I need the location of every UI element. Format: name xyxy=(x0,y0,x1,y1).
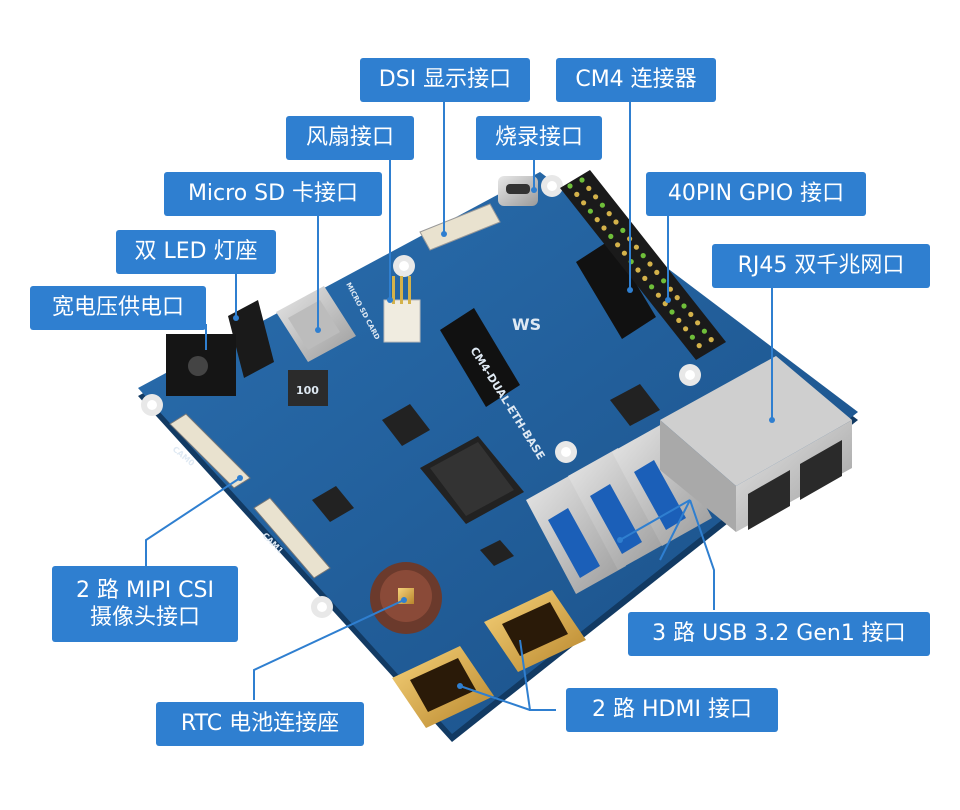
gpio-pin xyxy=(695,320,701,326)
gpio-pin xyxy=(642,275,648,281)
gpio-pin xyxy=(613,219,619,225)
gpio-pin xyxy=(574,191,580,197)
gpio-pin xyxy=(689,334,696,340)
gpio-pin xyxy=(667,286,674,292)
gpio-pin xyxy=(579,177,585,183)
gpio-header xyxy=(560,170,726,360)
gpio-pin xyxy=(655,292,662,298)
gpio-pin xyxy=(594,217,600,223)
camera-connector-cam1 xyxy=(253,497,331,579)
gpio-pin xyxy=(683,326,689,332)
burn-connector xyxy=(498,176,538,206)
label-rtc: RTC 电池连接座 xyxy=(156,702,364,746)
gpio-pin xyxy=(640,253,646,259)
label-burn: 烧录接口 xyxy=(476,116,602,160)
led-holder xyxy=(228,300,274,378)
gpio-pin xyxy=(587,208,594,214)
leader-dots xyxy=(233,187,775,689)
board-logo: WS xyxy=(512,315,541,334)
usb-port-3 xyxy=(612,424,712,546)
gpio-pin xyxy=(633,244,640,250)
label-mipi-line1: 2 路 MIPI CSI xyxy=(75,577,215,603)
gpio-pin xyxy=(581,200,587,206)
main-chip xyxy=(420,436,524,524)
rj45-jack xyxy=(660,356,852,532)
camera-connector-cam0 xyxy=(169,413,251,489)
gpio-pin xyxy=(567,183,573,189)
label-rj45: RJ45 双千兆网口 xyxy=(712,244,930,288)
gpio-pin xyxy=(621,250,628,256)
label-gpio: 40PIN GPIO 接口 xyxy=(646,172,866,216)
gpio-pin xyxy=(620,227,626,233)
gpio-pin xyxy=(608,233,614,239)
gpio-pin xyxy=(615,242,621,248)
cm4-connector xyxy=(440,240,656,407)
label-mipi-line2: 摄像头接口 xyxy=(89,605,200,630)
gpio-pin xyxy=(661,278,667,284)
gpio-pin xyxy=(593,194,599,200)
gpio-pin xyxy=(676,317,682,323)
gpio-pin xyxy=(606,211,612,217)
gpio-pin xyxy=(688,311,694,317)
gpio-pin xyxy=(635,267,641,273)
gpio-pin xyxy=(654,269,660,275)
gpio-pin xyxy=(601,225,607,231)
inductor xyxy=(288,370,328,406)
label-usb: 3 路 USB 3.2 Gen1 接口 xyxy=(628,612,930,656)
gpio-pin xyxy=(599,202,606,208)
gpio-pin xyxy=(674,295,680,301)
usb-port-1 xyxy=(526,472,626,594)
label-mipi: 2 路 MIPI CSI 摄像头接口 xyxy=(52,566,238,642)
inductor-code: 100 xyxy=(296,384,319,397)
gpio-pin xyxy=(669,309,675,315)
dsi-connector xyxy=(419,203,501,251)
gpio-pin xyxy=(649,284,655,290)
gpio-pin xyxy=(681,303,687,309)
gpio-pin xyxy=(647,261,653,267)
power-jack xyxy=(166,334,236,396)
small-chip xyxy=(312,384,660,566)
label-hdmi: 2 路 HDMI 接口 xyxy=(566,688,778,732)
gpio-pin xyxy=(586,185,592,191)
hdmi-port-1 xyxy=(392,646,494,728)
label-dsi: DSI 显示接口 xyxy=(360,58,530,102)
label-fan: 风扇接口 xyxy=(286,116,414,160)
gpio-pin xyxy=(696,343,702,349)
hdmi-port-2 xyxy=(484,590,586,672)
label-power: 宽电压供电口 xyxy=(30,286,206,330)
label-cm4: CM4 连接器 xyxy=(556,58,716,102)
fan-connector xyxy=(383,276,421,343)
gpio-pin xyxy=(701,328,708,334)
microsd-slot xyxy=(276,286,356,362)
leader-lines xyxy=(145,98,773,711)
gpio-pin xyxy=(708,337,714,343)
usb-port-2 xyxy=(568,448,668,570)
label-led: 双 LED 灯座 xyxy=(116,230,276,274)
label-microsd: Micro SD 卡接口 xyxy=(164,172,382,216)
